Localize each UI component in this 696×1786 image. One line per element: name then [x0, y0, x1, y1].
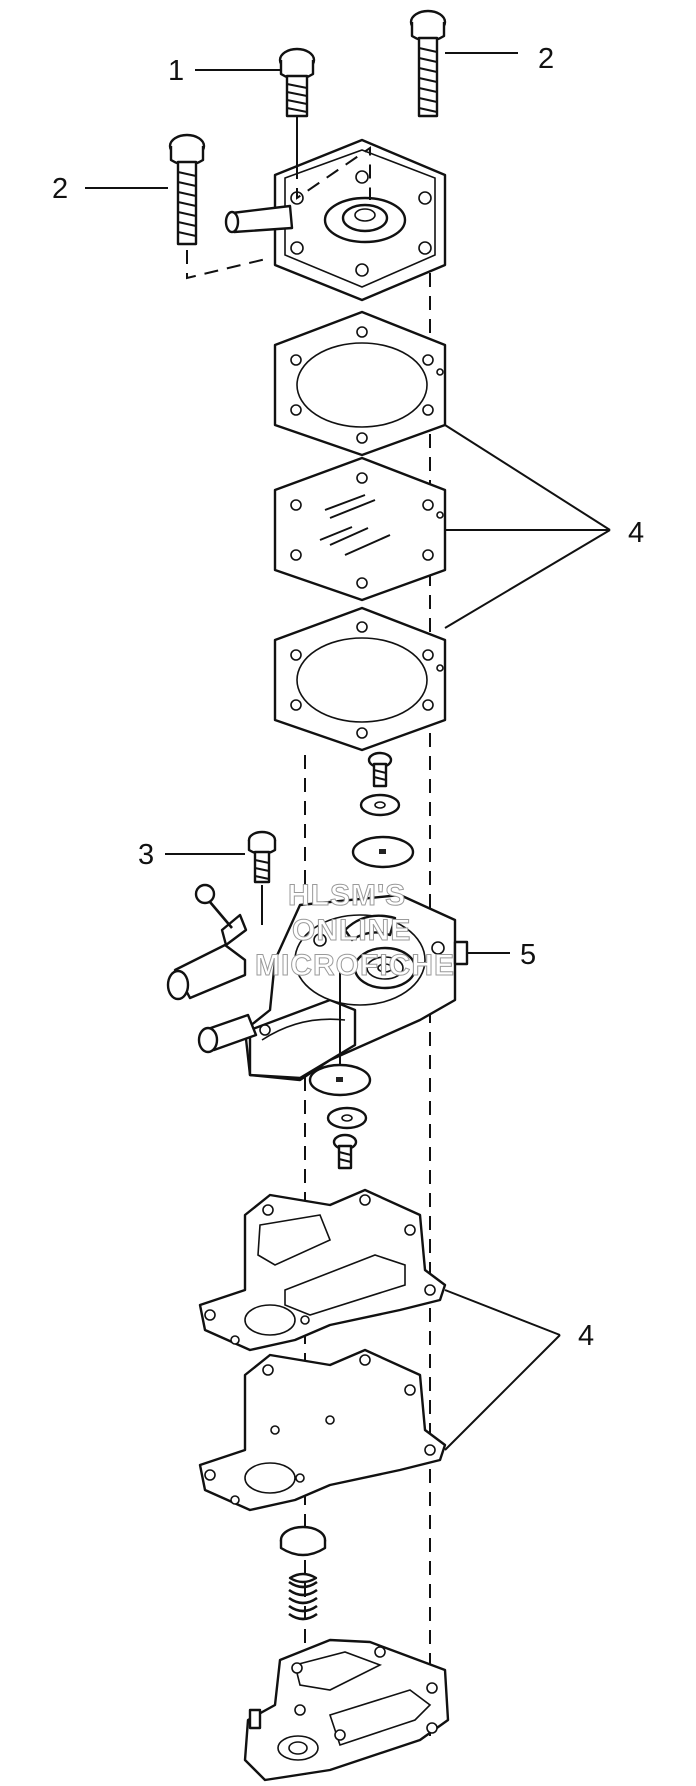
pump-top-cover	[224, 138, 447, 302]
screw-item-3	[247, 830, 277, 925]
screw-item-1	[278, 47, 316, 165]
leader-lines-4-lower	[444, 1289, 561, 1451]
watermark-line-3: MICROFICHE	[255, 949, 455, 982]
callout-5: 5	[520, 939, 536, 971]
gasket-upper-1	[273, 310, 447, 457]
callout-4-upper: 4	[628, 517, 644, 549]
valve-disc-top	[351, 835, 415, 869]
valve-spring	[288, 1572, 318, 1621]
gasket-upper-2	[273, 606, 447, 752]
pump-body	[166, 883, 469, 1082]
diaphragm-plate	[273, 456, 447, 602]
check-valve-disc	[279, 1525, 327, 1557]
screw-item-2-right	[409, 9, 447, 118]
leader-lines-4-upper	[444, 424, 611, 629]
callout-2-top: 2	[538, 43, 554, 75]
callout-1: 1	[168, 55, 184, 87]
washer-top	[359, 793, 401, 817]
watermark-line-2: ONLINE	[292, 914, 411, 947]
callout-4-lower: 4	[578, 1320, 594, 1352]
watermark: HLSM'S ONLINE MICROFICHE	[255, 879, 455, 983]
gasket-lower-1	[198, 1188, 447, 1352]
small-screw-top	[367, 751, 393, 788]
gasket-lower-2	[198, 1348, 447, 1512]
pump-base-plate	[243, 1638, 450, 1782]
valve-disc-bottom	[308, 1063, 372, 1097]
small-screw-bottom	[332, 1133, 358, 1170]
washer-bottom	[326, 1106, 368, 1130]
callout-3: 3	[138, 839, 154, 871]
screw-item-2-left	[168, 133, 271, 280]
watermark-line-1: HLSM'S	[288, 879, 406, 912]
callout-2-left: 2	[52, 173, 68, 205]
